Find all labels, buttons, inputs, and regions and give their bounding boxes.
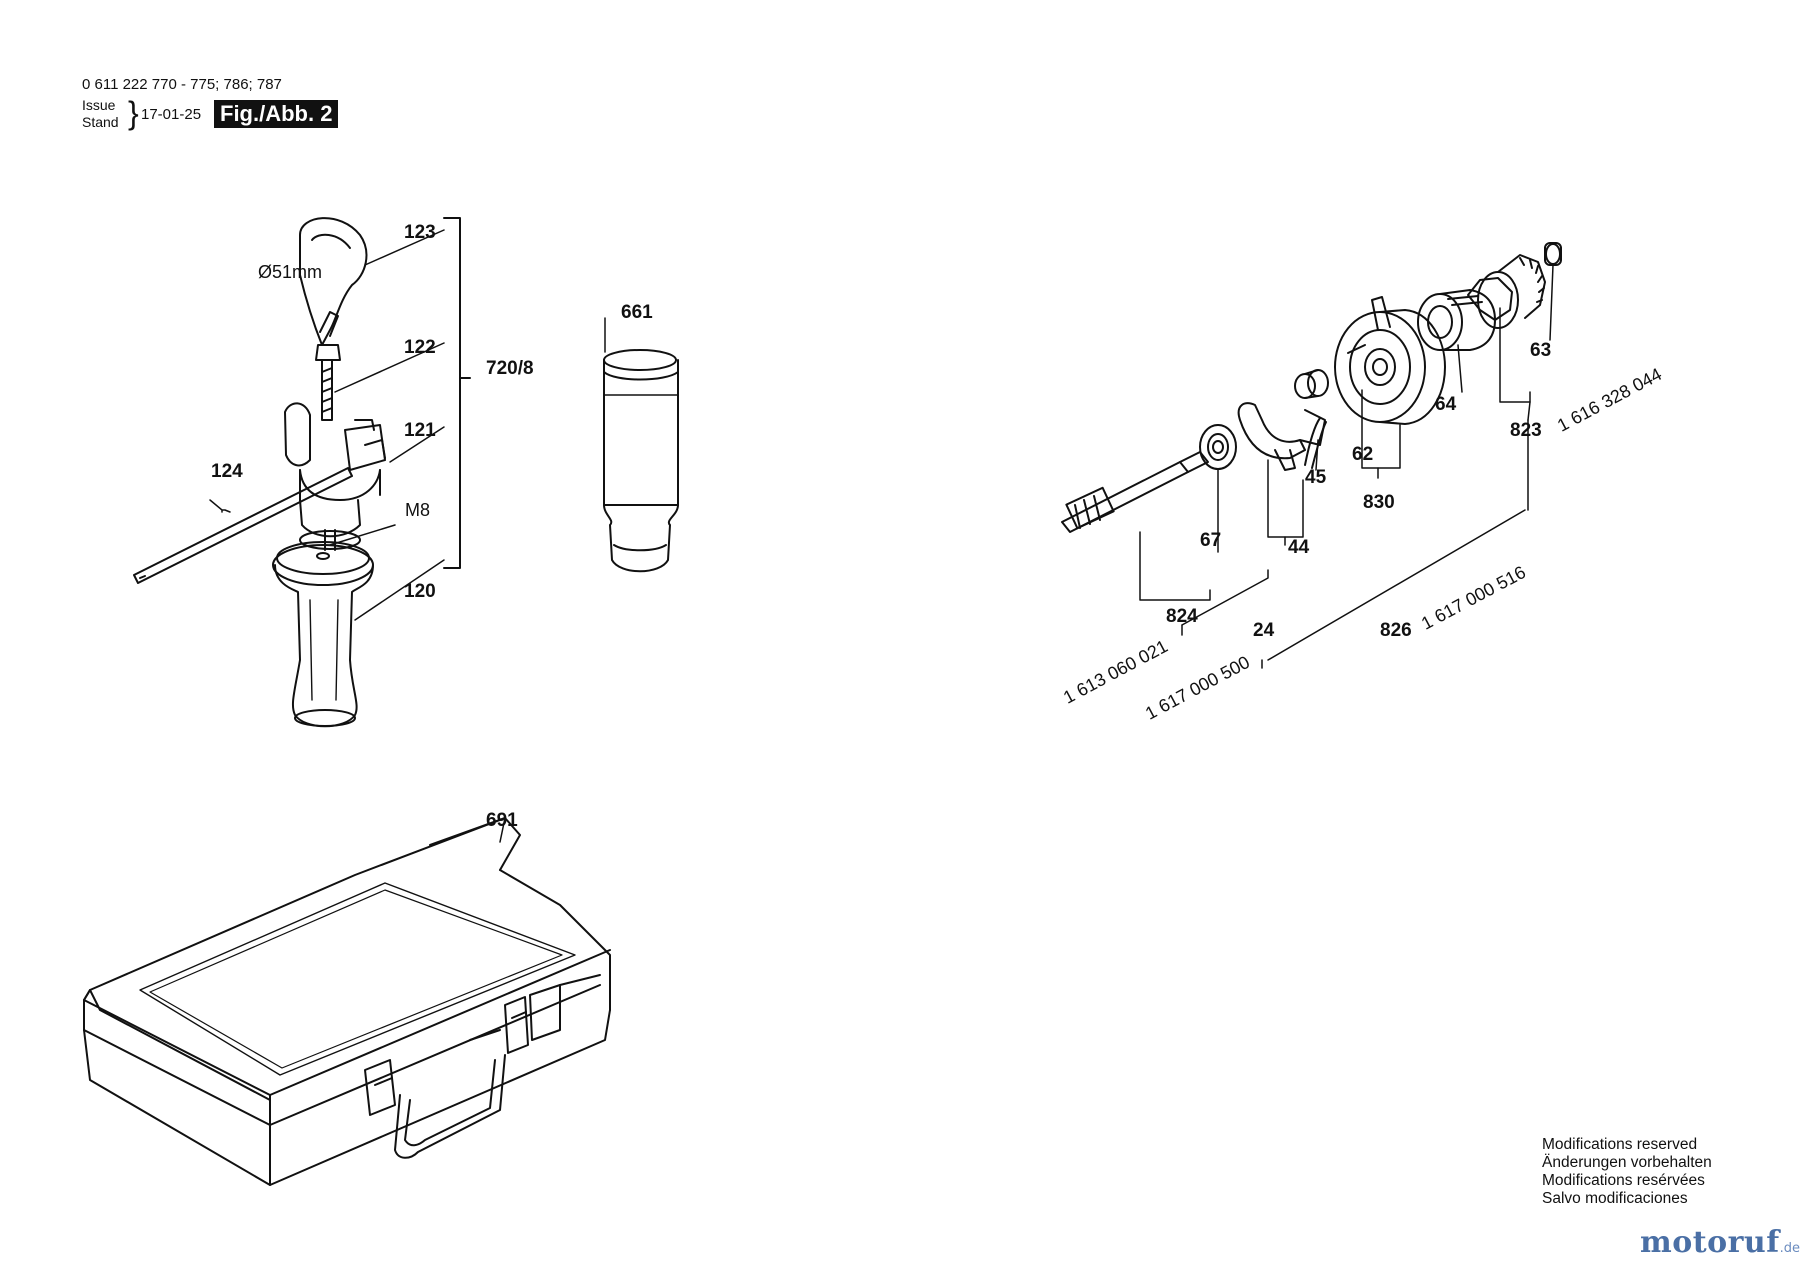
part-number-range: 0 611 222 770 - 775; 786; 787: [82, 76, 282, 93]
part-label-830: 830: [1363, 492, 1395, 513]
modification-note-fr: Modifications resérvées: [1542, 1172, 1705, 1189]
gear-63-drawing: [1467, 242, 1562, 329]
part-label-824: 824: [1166, 606, 1198, 627]
clutch-62-drawing: [1334, 296, 1446, 425]
part-label-62: 62: [1352, 444, 1374, 465]
leader-lines-left: [209, 229, 606, 621]
leader-lines-right: [1139, 264, 1554, 669]
stand-label: Stand: [82, 114, 119, 130]
figure-badge: Fig./Abb. 2: [214, 100, 339, 128]
part-label-124: 124: [211, 461, 243, 482]
modification-note-en: Modifications reserved: [1542, 1136, 1698, 1153]
set-label-720-8: 720/8: [486, 358, 534, 379]
part-label-67: 67: [1200, 530, 1222, 551]
set-720-bracket: [443, 217, 471, 569]
part-label-64: 64: [1435, 394, 1457, 415]
grease-tube-drawing: [603, 349, 679, 573]
brace-symbol: }: [128, 95, 139, 131]
carrying-case-drawing: [83, 817, 611, 1186]
part-label-123: 123: [404, 222, 436, 243]
spring-45-drawing: [1304, 417, 1327, 469]
part-label-120: 120: [404, 581, 436, 602]
depth-stop-rod-drawing: [133, 467, 353, 584]
brand-domain-suffix: .de: [1779, 1241, 1800, 1256]
part-label-121: 121: [404, 420, 436, 441]
brand-logo-text: motoruf: [1640, 1225, 1780, 1260]
part-label-661: 661: [621, 302, 653, 323]
needle-sleeve-drawing: [1294, 369, 1329, 399]
part-label-45: 45: [1305, 467, 1327, 488]
part-label-122: 122: [404, 337, 436, 358]
part-label-44: 44: [1288, 537, 1310, 558]
ball-bearing-drawing: [1199, 424, 1237, 470]
part-label-823: 823: [1510, 420, 1542, 441]
brand-watermark[interactable]: motoruf.de: [1640, 1225, 1800, 1260]
handle-grip-drawing: [272, 541, 374, 728]
part-label-826: 826: [1380, 620, 1412, 641]
modification-note-es: Salvo modificaciones: [1542, 1190, 1688, 1207]
diameter-label: Ø51mm: [258, 262, 323, 282]
part-label-24: 24: [1253, 620, 1275, 641]
part-label-63: 63: [1530, 340, 1552, 361]
part-label-691: 691: [486, 810, 518, 831]
drive-shaft-67-drawing: [1061, 451, 1209, 533]
depth-stop-bracket-drawing: [284, 217, 386, 551]
issue-label: Issue: [82, 97, 116, 113]
issue-date: 17-01-25: [141, 106, 202, 123]
leader-691: [499, 817, 506, 843]
thread-label-m8: M8: [405, 500, 431, 520]
modification-note-de: Änderungen vorbehalten: [1542, 1154, 1712, 1171]
